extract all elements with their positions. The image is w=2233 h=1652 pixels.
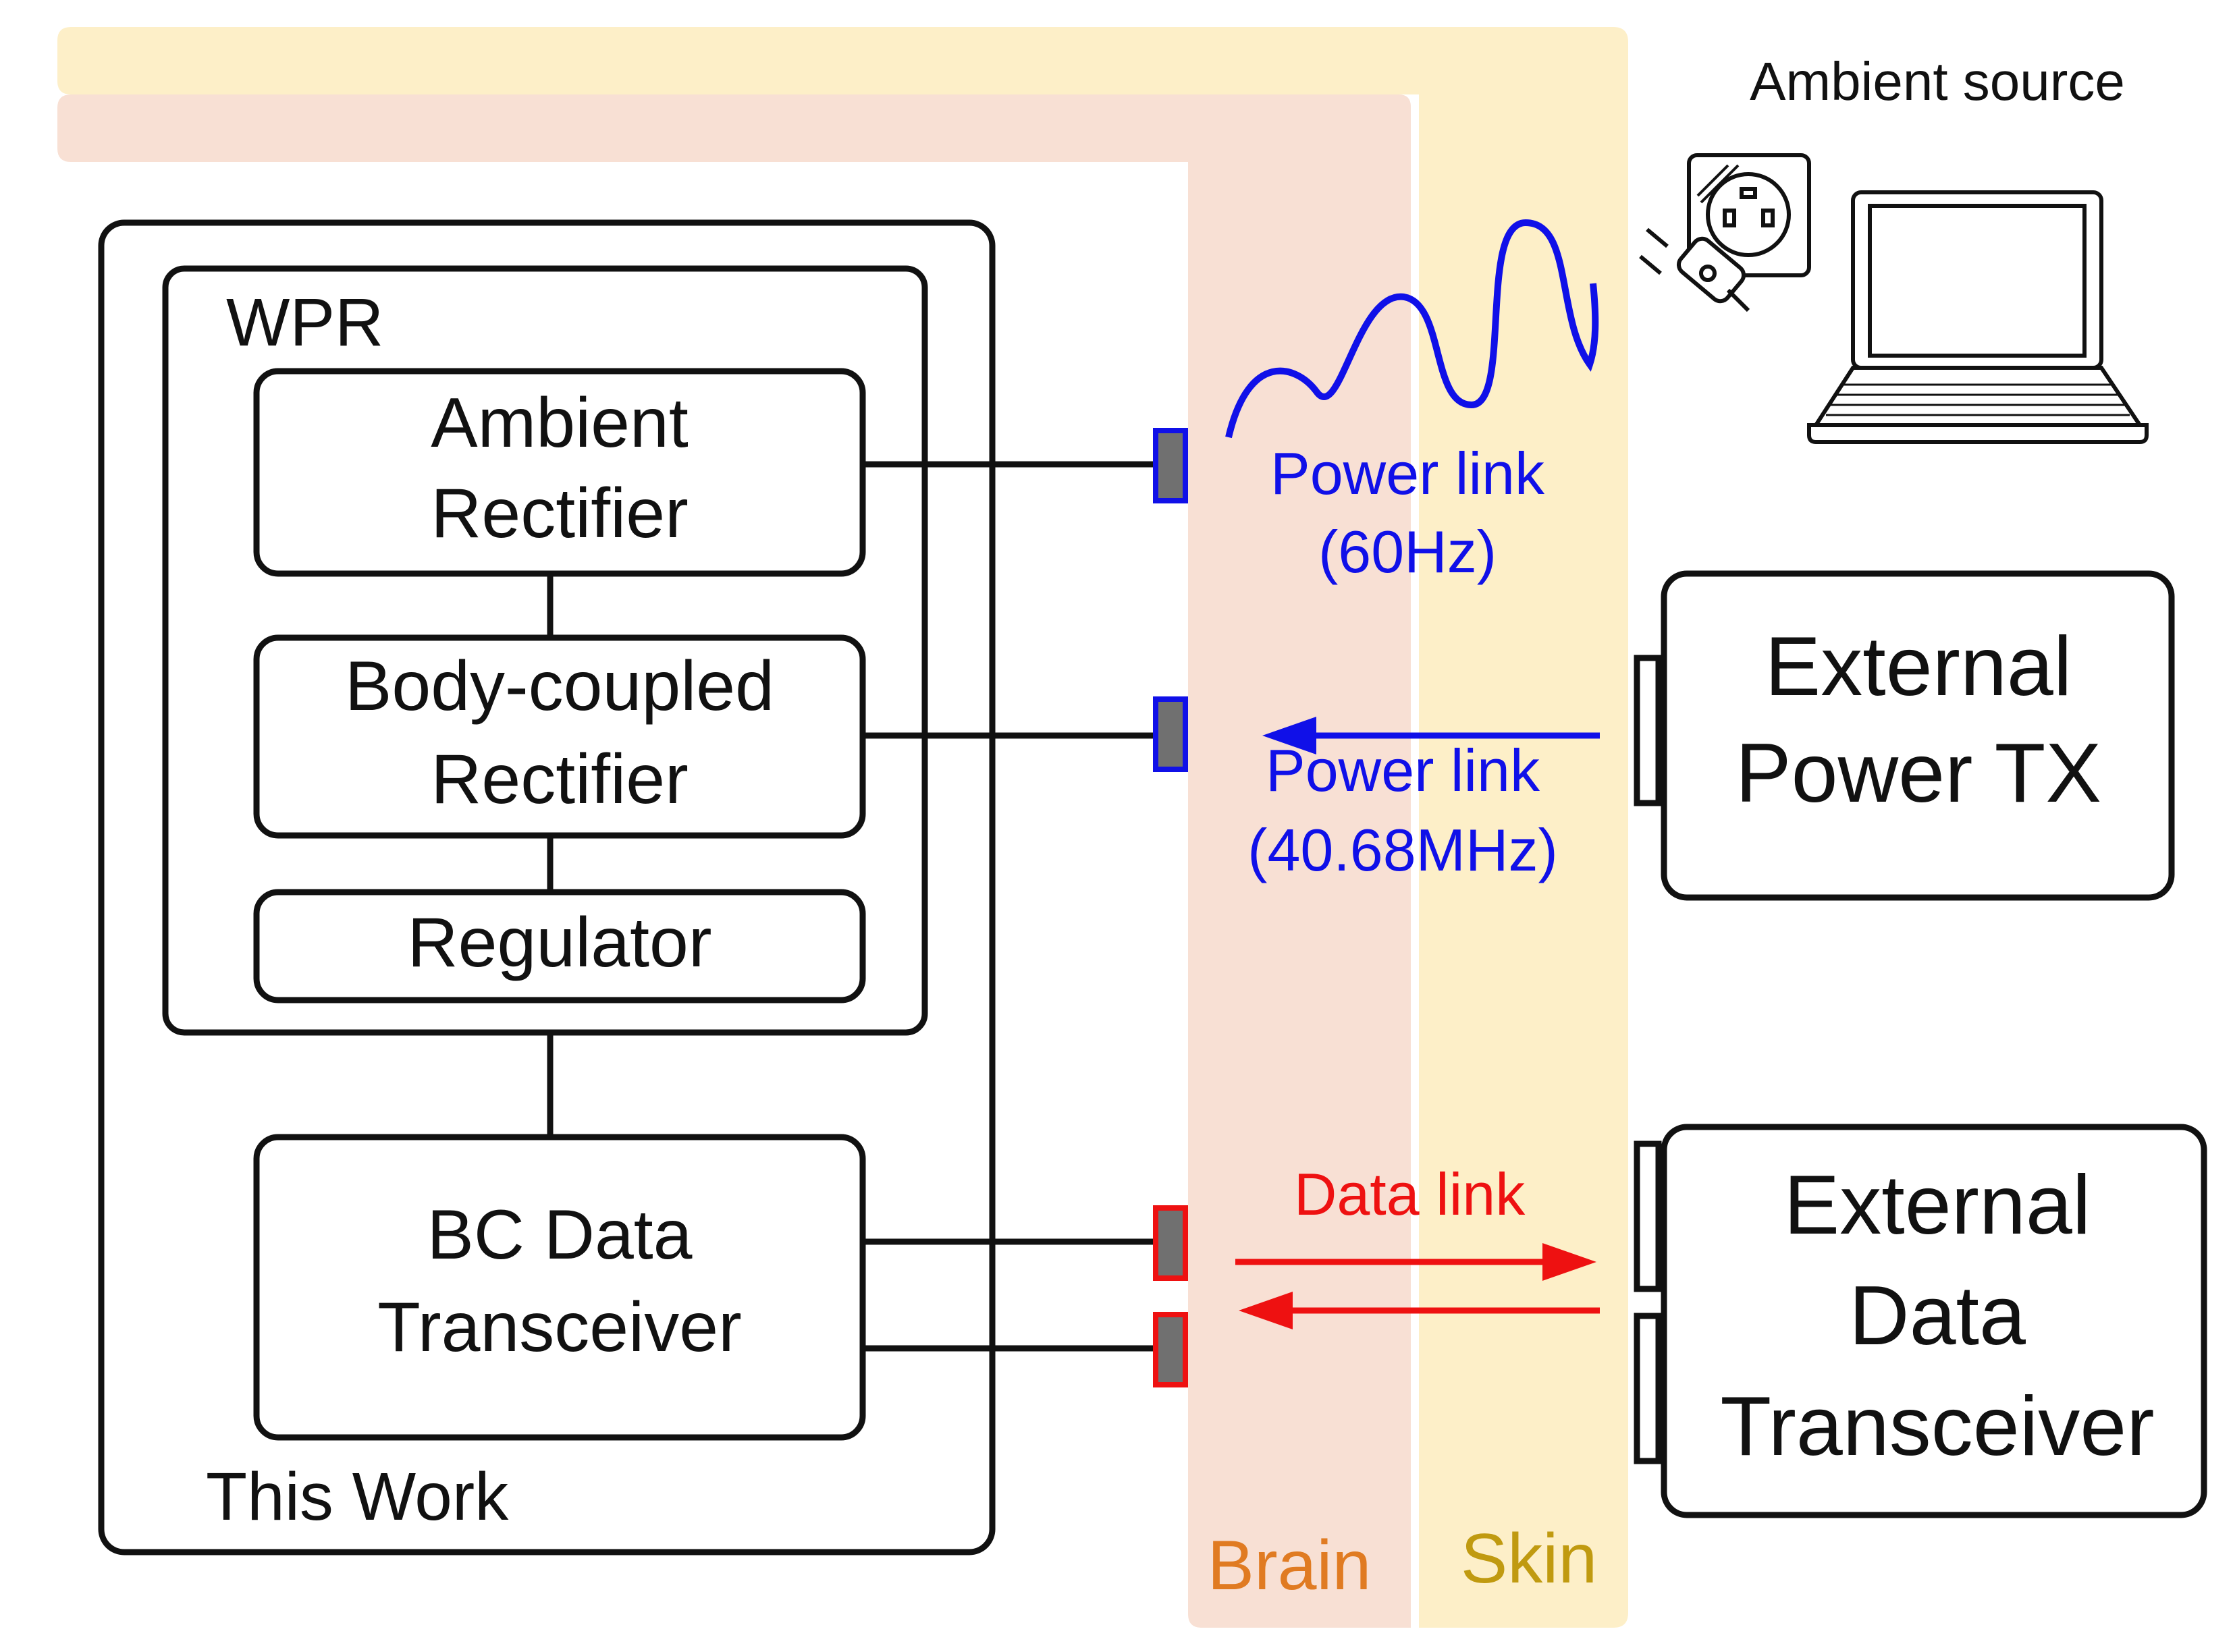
wall-outlet-icon	[1687, 153, 1811, 277]
power-plug-icon	[1639, 227, 1750, 312]
power-link-4068-label-line1: Power link	[1266, 737, 1540, 804]
external-power-tx-block: External Power TX	[1634, 570, 2175, 901]
external-power-tx-label-line1: External	[1765, 620, 2072, 713]
this-work-label: This Work	[206, 1459, 509, 1535]
ambient-source-label: Ambient source	[1750, 51, 2125, 111]
power-link-4068-label-line2: (40.68MHz)	[1247, 817, 1558, 883]
power-link-60hz-label-line1: Power link	[1270, 440, 1545, 507]
data-electrode-top	[1153, 1205, 1188, 1281]
regulator-block	[253, 889, 866, 1003]
ambient-rectifier-block	[253, 368, 866, 577]
power-arrow-head	[1262, 717, 1316, 754]
data-electrode-bottom	[1153, 1312, 1188, 1387]
data-link-label: Data link	[1294, 1161, 1526, 1228]
tissue-layers: Brain Skin	[57, 27, 1628, 1628]
external-power-tx-box	[1661, 570, 2175, 901]
bc-data-transceiver-label-line2: Transceiver	[377, 1288, 741, 1367]
bc-data-transceiver-label-line1: BC Data	[427, 1196, 692, 1274]
body-coupled-rectifier-label-line2: Rectifier	[431, 740, 688, 819]
data-link-arrows	[1235, 1243, 1600, 1329]
power-link-60hz-label-line2: (60Hz)	[1318, 518, 1497, 585]
external-data-transceiver-label-line2: Data	[1849, 1269, 2026, 1362]
external-power-tx-label-line2: Power TX	[1736, 727, 2101, 820]
external-data-transceiver-box	[1661, 1124, 2207, 1518]
wpr-label: WPR	[226, 285, 383, 360]
data-downlink-head	[1239, 1292, 1293, 1329]
external-data-electrode-top	[1634, 1140, 1662, 1292]
external-data-transceiver-label-line3: Transceiver	[1720, 1380, 2154, 1473]
external-power-tx-electrode	[1634, 655, 1662, 806]
ambient-rectifier-label-line2: Rectifier	[431, 474, 688, 553]
body-coupled-electrode	[1153, 696, 1188, 772]
laptop-icon	[1807, 190, 2149, 444]
external-data-electrode-bottom	[1634, 1313, 1662, 1464]
internal-connectors	[547, 461, 1154, 1352]
external-data-transceiver-block: External Data Transceiver	[1634, 1124, 2207, 1518]
brain-label: Brain	[1208, 1526, 1372, 1605]
electrodes	[1153, 428, 1188, 1387]
skin-label: Skin	[1461, 1520, 1597, 1598]
ambient-electrode	[1153, 428, 1188, 503]
brain-layer	[57, 94, 1411, 1628]
skin-layer	[57, 27, 1628, 1628]
body-coupled-rectifier-label-line1: Body-coupled	[345, 647, 774, 725]
bc-data-transceiver-block	[253, 1134, 866, 1441]
ambient-rectifier-label-line1: Ambient	[431, 384, 689, 462]
this-work-box	[98, 219, 996, 1555]
power-link-4068-arrow	[1262, 717, 1600, 754]
data-uplink-head	[1542, 1243, 1596, 1281]
regulator-label: Regulator	[408, 904, 712, 982]
sine-wave-icon	[1225, 219, 1599, 439]
wpr-box	[162, 265, 928, 1036]
external-data-transceiver-label-line1: External	[1784, 1159, 2091, 1252]
